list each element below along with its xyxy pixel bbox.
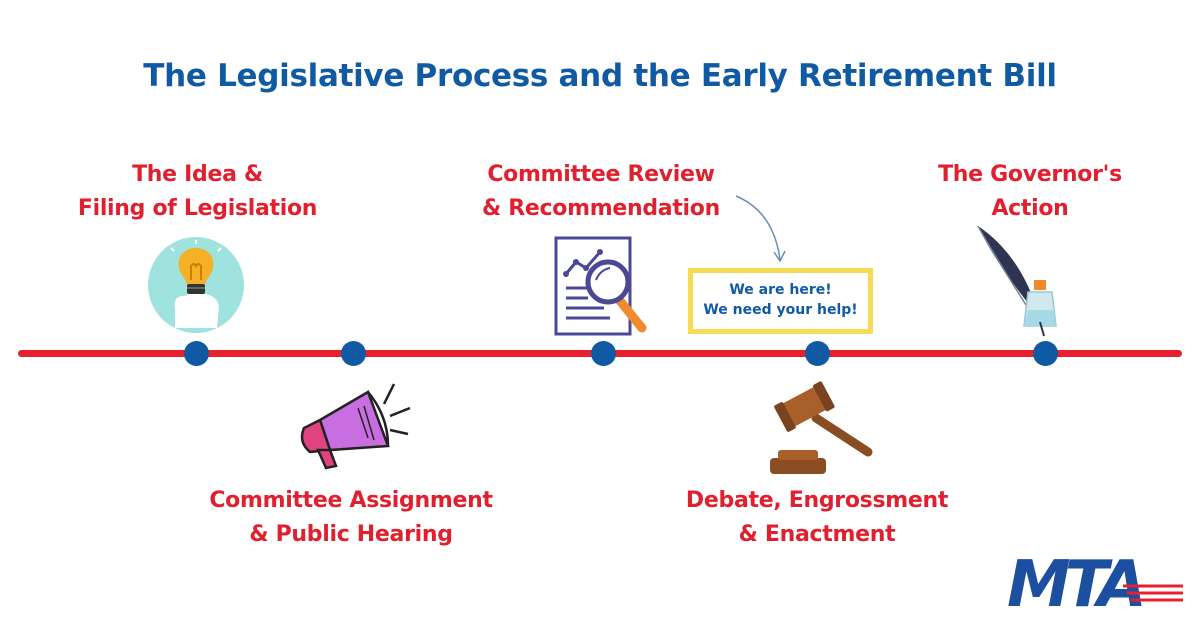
stage-label-line: Filing of Legislation: [77, 196, 318, 221]
stage-label-line: Action: [991, 196, 1069, 221]
stage-label-committee-assignment: Committee Assignment & Public Hearing: [195, 484, 507, 552]
stage-label-debate-enactment: Debate, Engrossment & Enactment: [672, 484, 962, 552]
callout-line: We are here!: [729, 282, 832, 298]
callout-box: We are here! We need your help!: [688, 268, 873, 334]
stage-label-line: & Public Hearing: [249, 522, 453, 547]
logo-text: MTA: [1007, 548, 1142, 614]
callout-arrow-icon: [735, 195, 786, 263]
mta-logo: MTA: [1007, 548, 1183, 614]
callout-line: We need your help!: [703, 302, 858, 318]
timeline-node-1: [184, 341, 209, 366]
stage-label-governors-action: The Governor's Action: [920, 158, 1140, 226]
stage-label-line: Committee Assignment: [209, 488, 493, 513]
lightbulb-icon: [148, 237, 244, 333]
quill-inkwell-icon: [977, 225, 1057, 337]
stage-label-line: The Idea &: [132, 162, 263, 187]
page-title: The Legislative Process and the Early Re…: [143, 58, 1057, 94]
gavel-icon: [770, 381, 873, 474]
stage-label-idea-filing: The Idea & Filing of Legislation: [70, 158, 325, 226]
stage-label-line: Debate, Engrossment: [685, 488, 949, 513]
stage-label-committee-review: Committee Review & Recommendation: [470, 158, 732, 226]
stage-label-line: & Enactment: [738, 522, 896, 547]
document-magnifier-icon: [554, 236, 647, 336]
timeline-node-5: [1033, 341, 1058, 366]
timeline-node-4: [805, 341, 830, 366]
stage-label-line: & Recommendation: [482, 196, 720, 221]
stage-label-line: The Governor's: [938, 162, 1122, 187]
stage-label-line: Committee Review: [487, 162, 715, 187]
timeline-node-3: [591, 341, 616, 366]
timeline-node-2: [341, 341, 366, 366]
megaphone-icon: [300, 383, 411, 470]
